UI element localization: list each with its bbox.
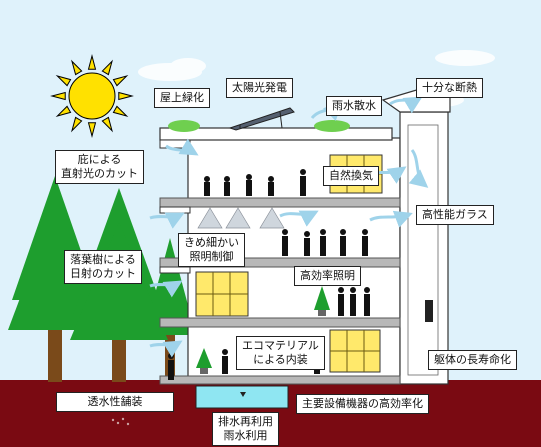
label-natural-ventilation: 自然換気 xyxy=(323,166,379,186)
label-high-performance-glass: 高性能ガラス xyxy=(416,205,494,225)
label-rooftop-greening: 屋上緑化 xyxy=(154,88,210,108)
label-eco-materials: エコマテリアル による内装 xyxy=(236,336,325,370)
sun-ray xyxy=(71,59,83,76)
label-water-reuse: 排水再利用 雨水利用 xyxy=(212,412,279,446)
sun-ray xyxy=(55,75,72,87)
label-sufficient-insulation: 十分な断熱 xyxy=(416,78,483,98)
label-deciduous-trees-cut: 落葉樹による 日射のカット xyxy=(64,250,142,284)
sun-ray xyxy=(55,105,72,117)
sun-ray xyxy=(112,75,129,87)
sun-ray xyxy=(71,116,83,133)
sun-icon xyxy=(50,54,134,138)
solar-panel-icon xyxy=(228,107,295,131)
sun-ray xyxy=(87,122,97,138)
plant-icon xyxy=(196,286,330,374)
sun-ray xyxy=(87,54,97,70)
airflow-arrows xyxy=(149,96,429,358)
label-building-longevity: 躯体の長寿命化 xyxy=(428,350,517,370)
label-efficient-lighting: 高効率照明 xyxy=(294,266,361,286)
label-fine-lighting-control: きめ細かい 照明制御 xyxy=(178,233,245,267)
label-permeable-paving: 透水性舗装 xyxy=(56,392,174,412)
label-efficient-equipment: 主要設備機器の高効率化 xyxy=(296,394,429,414)
sun-ray xyxy=(112,105,129,117)
label-solar-power: 太陽光発電 xyxy=(226,78,293,98)
label-eaves-cut: 庇による 直射光のカット xyxy=(55,150,144,184)
sun-ray xyxy=(50,91,66,101)
ceiling-light-icon xyxy=(197,207,285,229)
sun-ray xyxy=(101,59,113,76)
paving-pattern-icon xyxy=(111,417,130,426)
water-tank-icon xyxy=(195,385,289,409)
sun-ray xyxy=(101,116,113,133)
label-rainwater-sprinkling: 雨水散水 xyxy=(326,96,382,116)
sun-ray xyxy=(118,91,134,101)
